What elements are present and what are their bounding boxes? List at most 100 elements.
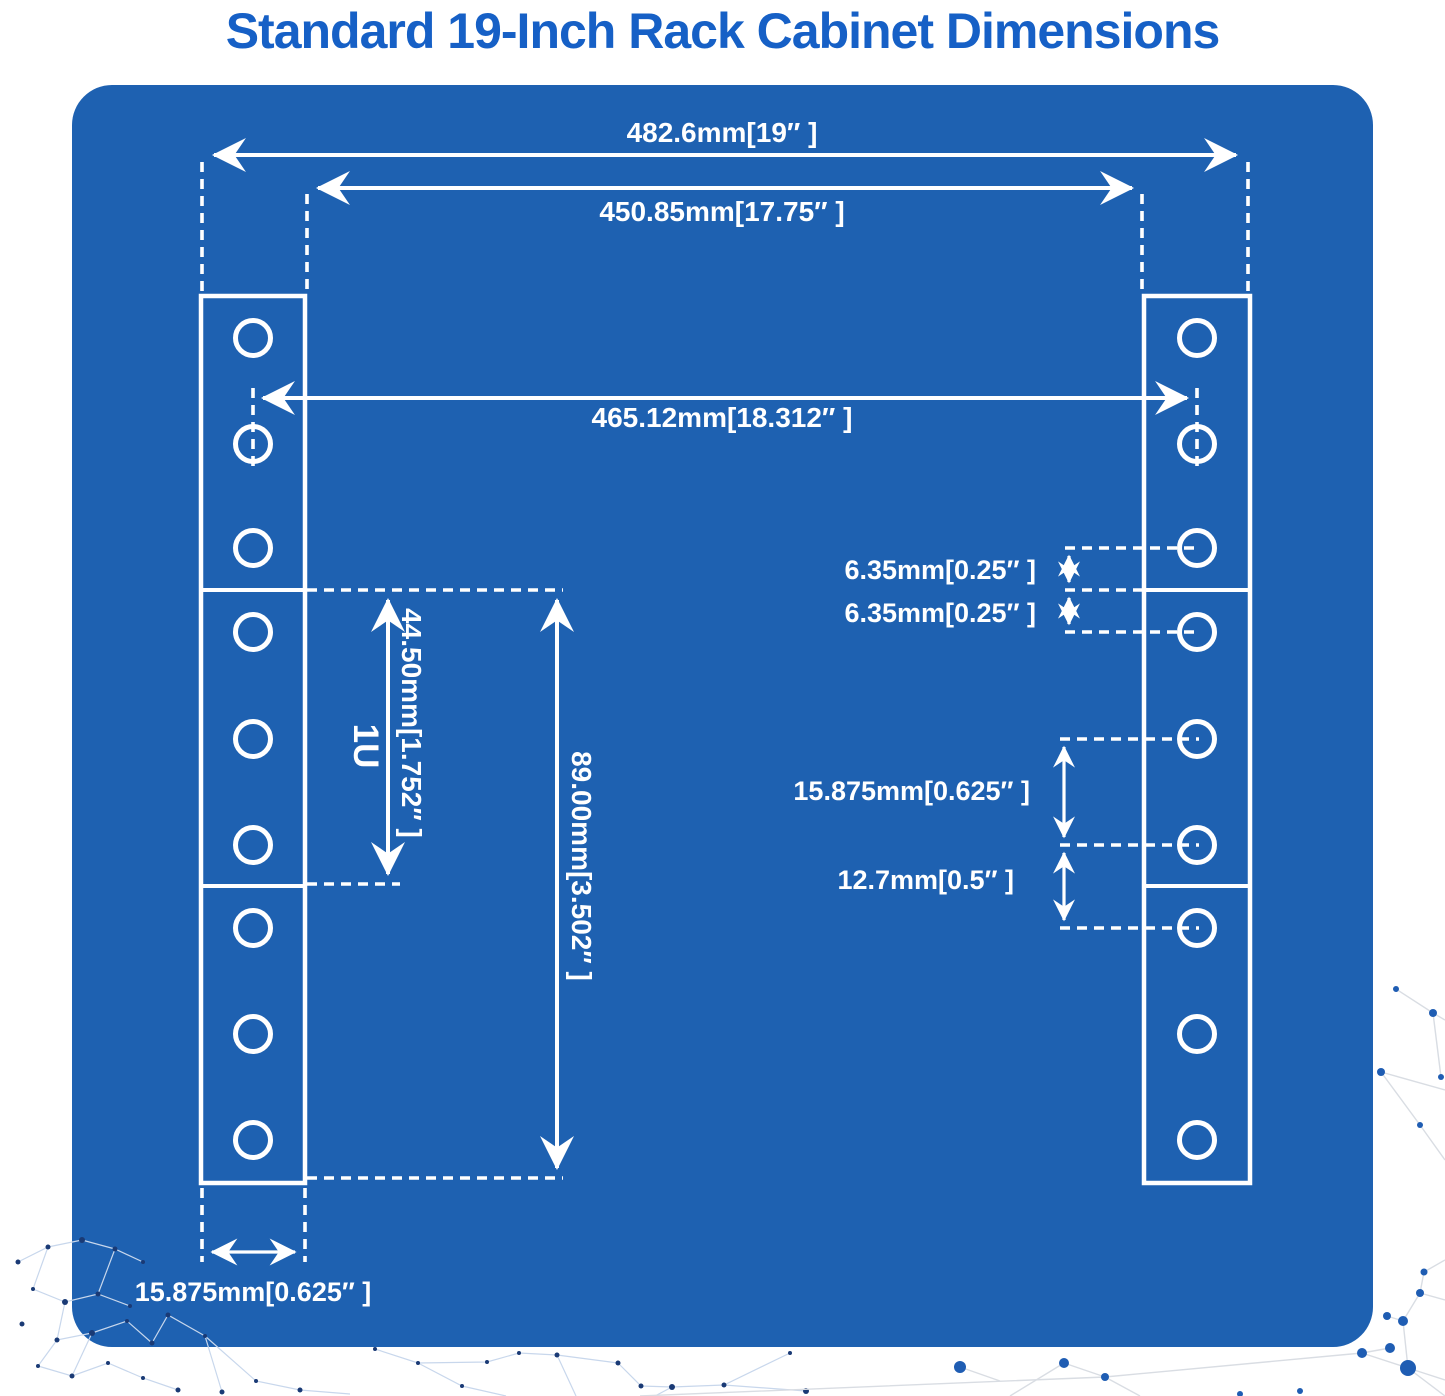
constellation-line xyxy=(639,1347,1391,1396)
constellation-dot xyxy=(125,1319,129,1323)
constellation-dot xyxy=(788,1351,792,1355)
constellation-line xyxy=(204,1335,351,1395)
constellation-line xyxy=(151,1314,223,1393)
constellation-line xyxy=(1380,1071,1445,1091)
mounting-hole xyxy=(233,719,273,759)
constellation-line xyxy=(556,1354,577,1396)
constellation-dot xyxy=(69,1373,75,1379)
constellation-dot xyxy=(79,1237,85,1243)
mounting-hole xyxy=(233,825,273,865)
constellation-dot xyxy=(112,1246,118,1252)
constellation-dot xyxy=(1101,1373,1109,1381)
dim-label-hole-to-edge-bottom: 6.35mm[0.25″ ] xyxy=(844,598,1036,628)
constellation-line xyxy=(1395,988,1445,1021)
dim-opening-width: 450.85mm[17.75″ ] xyxy=(305,171,1144,292)
constellation-dot xyxy=(297,1387,303,1393)
constellation-dot xyxy=(89,1330,95,1336)
constellation-dot xyxy=(721,1382,727,1388)
mounting-hole xyxy=(233,612,273,652)
constellation-dot xyxy=(19,1321,25,1327)
constellation-dot xyxy=(1400,1360,1416,1376)
constellation-dot xyxy=(554,1352,560,1358)
dim-label-rack-unit-height: 44.50mm[1.752″ ] xyxy=(396,608,427,838)
dim-label-opening-width: 450.85mm[17.75″ ] xyxy=(599,196,844,227)
constellation-line xyxy=(97,1248,116,1295)
constellation-line xyxy=(1432,1012,1442,1078)
dim-label-hole-center-span: 465.12mm[18.312″ ] xyxy=(592,402,853,433)
constellation-dot xyxy=(1383,1312,1391,1320)
constellation-dot xyxy=(15,1259,21,1265)
dim-rack-unit-height: 1U 44.50mm[1.752″ ] xyxy=(307,588,563,886)
constellation-dot xyxy=(141,1260,145,1264)
constellation-dot xyxy=(615,1360,621,1366)
constellation-dot xyxy=(45,1244,51,1250)
constellation-dot xyxy=(1393,986,1399,992)
constellation-dot xyxy=(128,1304,132,1308)
constellation-dot xyxy=(1297,1388,1303,1394)
right-rail xyxy=(1141,293,1253,1186)
constellation-dot xyxy=(141,1376,145,1380)
constellation-dot xyxy=(669,1384,675,1390)
dim-label-two-unit-height: 89.00mm[3.502″ ] xyxy=(566,751,597,981)
constellation-dot xyxy=(36,1364,40,1368)
mounting-hole xyxy=(1177,318,1217,358)
constellation-dot xyxy=(165,1312,171,1318)
constellation-dot xyxy=(219,1389,225,1395)
constellation-dot xyxy=(1385,1343,1395,1353)
constellation-line xyxy=(417,1362,507,1396)
dim-label-hole-pitch: 15.875mm[0.625″ ] xyxy=(793,776,1030,806)
constellation-line xyxy=(1009,1362,1065,1396)
mounting-hole xyxy=(233,1120,273,1160)
left-rail-outline xyxy=(198,293,308,1186)
constellation-line xyxy=(654,1386,673,1396)
mounting-hole xyxy=(1177,528,1217,568)
constellation-dot xyxy=(1377,1068,1385,1076)
constellation-dot xyxy=(1420,1268,1428,1276)
constellation-decoration-right xyxy=(639,986,1445,1396)
constellation-line xyxy=(1419,1292,1445,1301)
constellation-line xyxy=(374,1348,619,1364)
constellation-line xyxy=(1380,1071,1445,1161)
dim-unit-boundary-gap: 12.7mm[0.5″ ] xyxy=(837,851,1199,930)
mounting-hole xyxy=(1177,1014,1217,1054)
blueprint-panel xyxy=(72,85,1373,1347)
dim-hole-center-span: 465.12mm[18.312″ ] xyxy=(251,381,1199,468)
constellation-dot xyxy=(203,1334,207,1338)
left-rail xyxy=(198,293,308,1186)
constellation-dot xyxy=(1416,1289,1424,1297)
constellation-dot xyxy=(416,1361,420,1365)
constellation-dot xyxy=(31,1287,35,1291)
dim-overall-width: 482.6mm[19″ ] xyxy=(200,117,1250,292)
constellation-dot xyxy=(106,1361,110,1365)
dim-hole-pitch: 15.875mm[0.625″ ] xyxy=(793,737,1199,847)
right-rail-outline xyxy=(1141,293,1253,1186)
constellation-dot xyxy=(373,1347,377,1351)
constellation-dot xyxy=(517,1351,521,1355)
mounting-hole xyxy=(233,1014,273,1054)
constellation-dot xyxy=(1398,1316,1408,1326)
constellation-line xyxy=(959,1366,1001,1382)
constellation-dot xyxy=(1417,1122,1423,1128)
constellation-dot xyxy=(1438,1074,1444,1080)
constellation-dot xyxy=(954,1361,966,1373)
mounting-hole xyxy=(233,908,273,948)
rack-unit-label: 1U xyxy=(346,724,385,769)
constellation-dot xyxy=(460,1384,464,1388)
constellation-line xyxy=(71,1332,93,1377)
constellation-dot xyxy=(62,1299,68,1305)
constellation-decoration-left xyxy=(15,1237,809,1396)
mounting-hole xyxy=(233,318,273,358)
dim-flange-width: 15.875mm[0.625″ ] xyxy=(135,1188,372,1307)
constellation-line xyxy=(37,1339,179,1391)
mounting-hole xyxy=(233,528,273,568)
mounting-hole xyxy=(1177,1120,1217,1160)
constellation-line xyxy=(617,1352,791,1388)
constellation-dot xyxy=(1357,1348,1367,1358)
constellation-dot xyxy=(1429,1009,1437,1017)
dim-label-flange-width: 15.875mm[0.625″ ] xyxy=(135,1277,372,1307)
constellation-line xyxy=(1402,1259,1445,1322)
mounting-hole xyxy=(1177,612,1217,652)
constellation-dot xyxy=(54,1337,60,1343)
